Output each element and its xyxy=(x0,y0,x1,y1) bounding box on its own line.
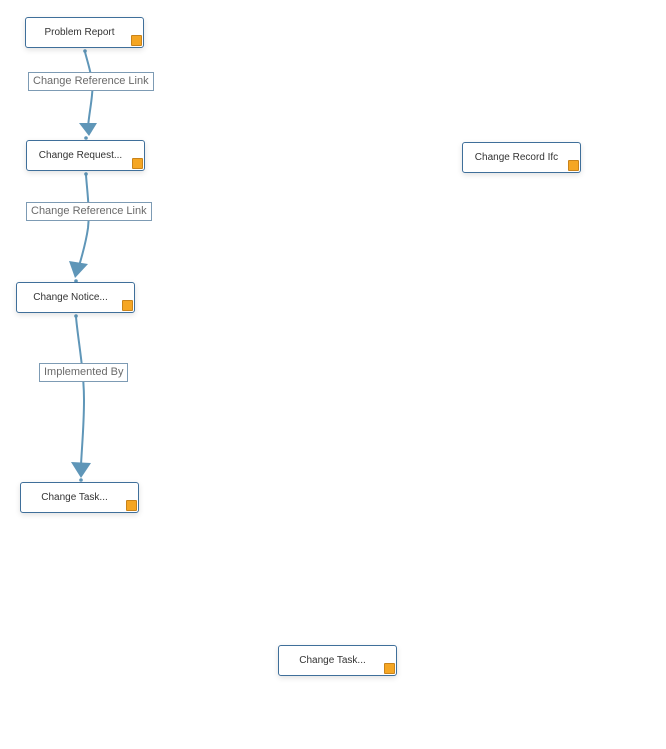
connector-port xyxy=(79,478,83,482)
arrowhead-icon xyxy=(79,123,97,136)
connector-port xyxy=(84,172,88,176)
node-change-record-ifc[interactable]: Change Record Ifc xyxy=(462,142,581,173)
node-label: Change Task... xyxy=(299,655,366,666)
node-problem-report[interactable]: Problem Report xyxy=(25,17,144,48)
node-change-request[interactable]: Change Request... xyxy=(26,140,145,171)
status-square-icon xyxy=(568,160,579,171)
edge-label-implemented-by[interactable]: Implemented By xyxy=(39,363,129,382)
connector-port xyxy=(84,136,88,140)
node-label: Change Task... xyxy=(41,492,108,503)
connector-port xyxy=(83,49,87,53)
status-square-icon xyxy=(122,300,133,311)
edge-change-request-to-change-notice xyxy=(78,174,90,267)
edge-label-change-reference-link[interactable]: Change Reference Link xyxy=(28,72,154,91)
status-square-icon xyxy=(131,35,142,46)
arrowhead-icon xyxy=(71,462,91,478)
edge-label-change-reference-link[interactable]: Change Reference Link xyxy=(26,202,152,221)
node-label: Change Notice... xyxy=(33,292,108,303)
connector-port xyxy=(74,314,78,318)
status-square-icon xyxy=(126,500,137,511)
node-change-task-2[interactable]: Change Task... xyxy=(278,645,397,676)
status-square-icon xyxy=(132,158,143,169)
status-square-icon xyxy=(384,663,395,674)
connector-port xyxy=(74,279,78,283)
node-label: Problem Report xyxy=(44,27,115,38)
node-change-task-1[interactable]: Change Task... xyxy=(20,482,139,513)
edge-problem-report-to-change-request xyxy=(84,51,94,128)
node-label: Change Record Ifc xyxy=(474,152,559,163)
node-label: Change Request... xyxy=(38,150,123,161)
arrowhead-icon xyxy=(69,261,88,278)
edge-change-notice-to-change-task xyxy=(75,316,86,466)
node-change-notice[interactable]: Change Notice... xyxy=(16,282,135,313)
